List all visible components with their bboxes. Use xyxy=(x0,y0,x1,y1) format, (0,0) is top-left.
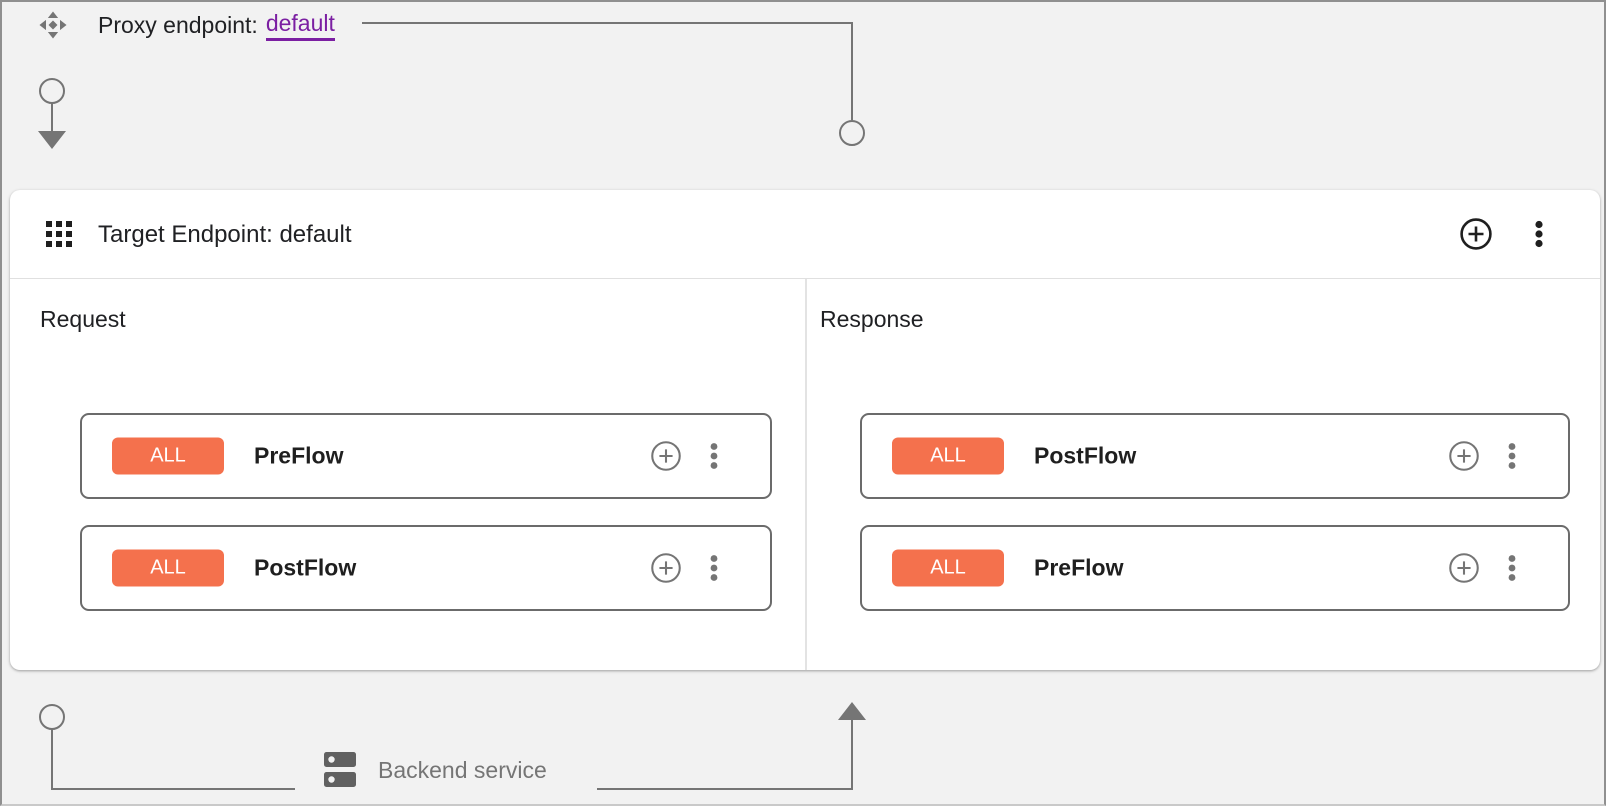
condition-badge: ALL xyxy=(112,549,224,587)
backend-service-row: Backend service xyxy=(324,752,547,788)
flow-card-request-postflow[interactable]: ALL PostFlow xyxy=(80,525,772,611)
more-vert-icon[interactable] xyxy=(702,552,726,584)
proxy-endpoint-label: Proxy endpoint: xyxy=(98,11,258,38)
proxy-endpoint-link[interactable]: default xyxy=(265,10,335,41)
flow-card-request-preflow[interactable]: ALL PreFlow xyxy=(80,413,772,499)
flow-name: PostFlow xyxy=(1034,442,1137,469)
flow-card-response-postflow[interactable]: ALL PostFlow xyxy=(860,413,1570,499)
condition-badge: ALL xyxy=(892,437,1004,475)
target-endpoint-header: Target Endpoint: default xyxy=(10,190,1600,279)
connector-start-circle xyxy=(39,78,65,104)
proxy-endpoint-icon xyxy=(39,11,67,39)
target-endpoint-card: Target Endpoint: default Request Respons… xyxy=(10,190,1600,670)
more-vert-icon[interactable] xyxy=(1500,440,1524,472)
more-vert-icon[interactable] xyxy=(702,440,726,472)
backend-service-icon xyxy=(324,752,356,788)
backend-request-circle xyxy=(39,704,65,730)
add-policy-icon[interactable] xyxy=(1448,552,1480,584)
down-arrowhead xyxy=(38,131,66,149)
condition-badge: ALL xyxy=(112,437,224,475)
flow-card-response-preflow[interactable]: ALL PreFlow xyxy=(860,525,1570,611)
condition-badge: ALL xyxy=(892,549,1004,587)
target-endpoint-title: Target Endpoint: default xyxy=(98,221,352,248)
flow-name: PostFlow xyxy=(254,554,357,581)
add-policy-icon[interactable] xyxy=(1448,440,1480,472)
flow-name: PreFlow xyxy=(1034,554,1124,581)
add-policy-icon[interactable] xyxy=(650,440,682,472)
more-vert-icon[interactable] xyxy=(1500,552,1524,584)
backend-service-label: Backend service xyxy=(378,756,547,783)
add-icon[interactable] xyxy=(1459,217,1493,251)
connector-terminal-circle xyxy=(839,120,865,146)
proxy-to-target-connector xyxy=(362,22,853,120)
panel-divider xyxy=(805,279,807,670)
grid-icon xyxy=(46,221,72,247)
flow-name: PreFlow xyxy=(254,442,344,469)
response-panel-title: Response xyxy=(820,306,924,332)
proxy-endpoint-row: Proxy endpoint: default xyxy=(39,8,335,42)
backend-up-arrowhead xyxy=(838,702,866,720)
backend-request-line xyxy=(51,729,295,790)
add-policy-icon[interactable] xyxy=(650,552,682,584)
request-panel-title: Request xyxy=(40,306,126,332)
backend-response-line xyxy=(597,720,853,790)
more-vert-icon[interactable] xyxy=(1527,218,1551,250)
